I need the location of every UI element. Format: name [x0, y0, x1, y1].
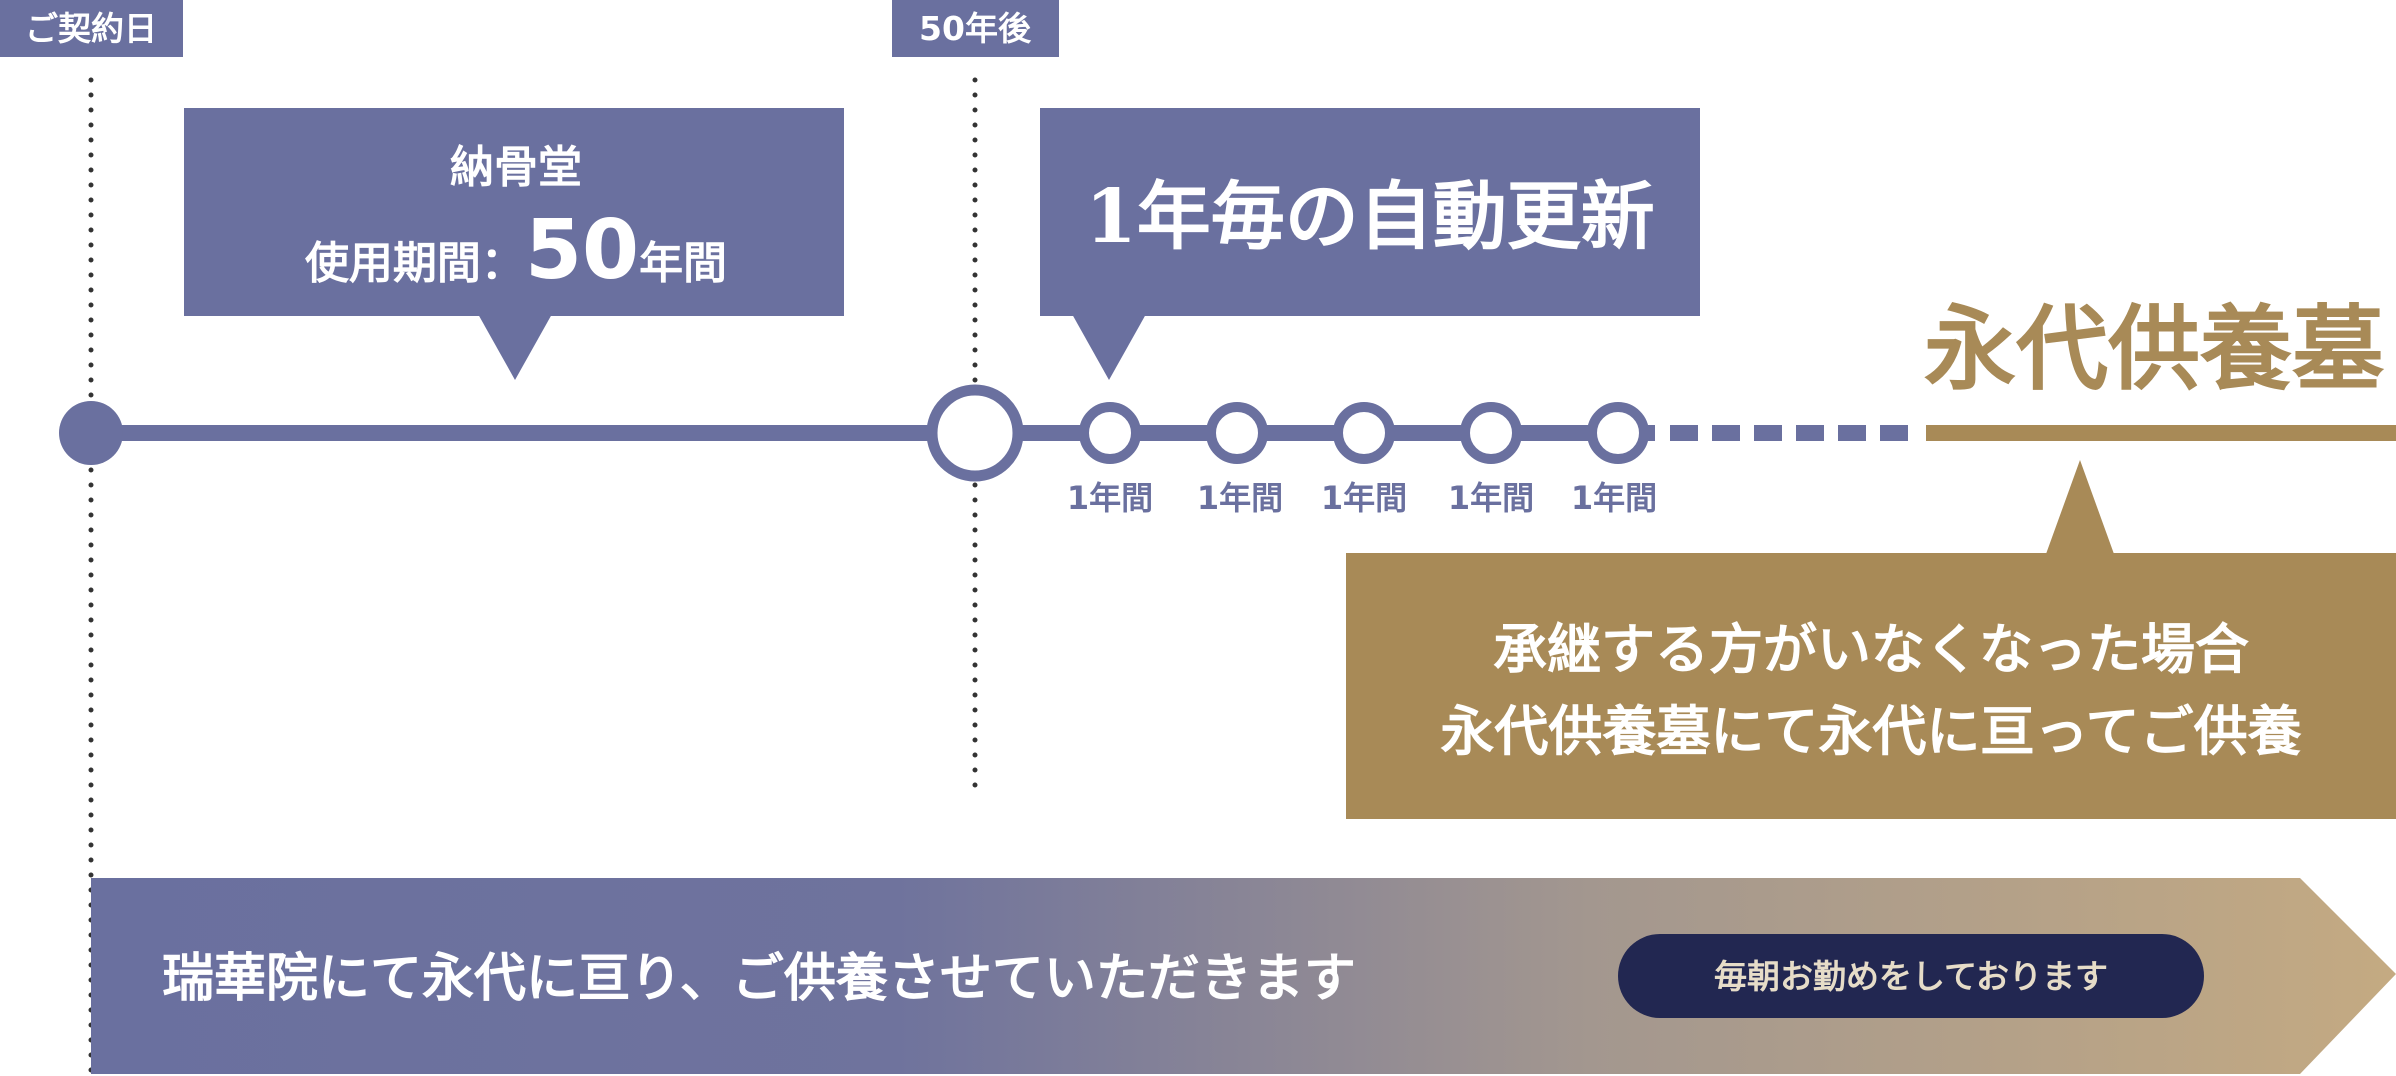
succession-callout: 承継する方がいなくなった場合 永代供養墓にて永代に亘ってご供養	[1346, 460, 2396, 819]
renewal-node	[1206, 402, 1268, 464]
ossuary-title: 納骨堂	[450, 142, 582, 193]
renewal-node	[1587, 402, 1649, 464]
fifty-years-node	[926, 384, 1024, 482]
succession-line2: 永代供養墓にて永代に亘ってご供養	[1440, 699, 2301, 763]
usage-period-suffix: 年間	[639, 238, 727, 289]
renewal-period-label: 1年間	[1571, 479, 1657, 517]
eternal-service-text: 瑞華院にて永代に亘り、ご供養させていただきます	[162, 948, 1356, 1009]
ossuary-callout: 納骨堂 使用期間：50年間	[184, 108, 844, 380]
renewal-period-label: 1年間	[1321, 479, 1407, 517]
eternal-service-arrow: 瑞華院にて永代に亘り、ご供養させていただきます 毎朝お勤めをしております	[91, 878, 2396, 1074]
succession-line1: 承継する方がいなくなった場合	[1493, 617, 2249, 681]
usage-period-prefix: 使用期間：	[305, 238, 525, 289]
renewal-period-label: 1年間	[1067, 479, 1153, 517]
morning-service-badge	[1618, 934, 2204, 1018]
after-50-years-label: 50年後	[919, 9, 1032, 48]
after-50-years-tag: 50年後	[892, 0, 1059, 57]
renewal-period-label: 1年間	[1448, 479, 1534, 517]
renewal-period-label: 1年間	[1197, 479, 1283, 517]
contract-day-node	[59, 401, 123, 465]
usage-period-number: 50	[525, 203, 639, 298]
renewal-node	[1079, 402, 1141, 464]
contract-day-tag: ご契約日	[0, 0, 183, 57]
eternal-grave-title: 永代供養墓	[1924, 295, 2385, 403]
renewal-node	[1460, 402, 1522, 464]
renewal-text: 1年毎の自動更新	[1085, 174, 1655, 260]
contract-day-label: ご契約日	[25, 9, 157, 48]
morning-service-badge-text: 毎朝お勤めをしております	[1714, 957, 2108, 996]
renewal-node	[1333, 402, 1395, 464]
renewal-callout: 1年毎の自動更新	[1040, 108, 1700, 380]
usage-period: 使用期間：50年間	[305, 203, 727, 298]
